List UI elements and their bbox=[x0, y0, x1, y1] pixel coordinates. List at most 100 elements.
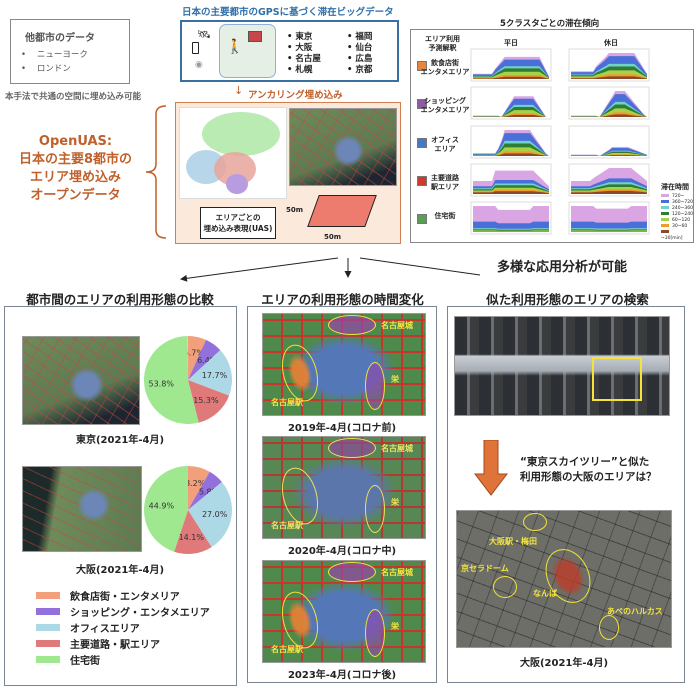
stay-legend-item: ~30[min] bbox=[661, 230, 693, 242]
pie-label: 17.7% bbox=[202, 371, 228, 380]
applications-label: 多様な応用分析が可能 bbox=[497, 260, 628, 275]
place-label: なんば bbox=[533, 589, 557, 598]
pie-label: 6.4% bbox=[197, 356, 218, 365]
tokyo-map bbox=[22, 336, 140, 425]
other-cities-title: 他都市のデータ bbox=[25, 33, 95, 44]
stay-area-6 bbox=[571, 190, 647, 194]
clusters-header: エリア利用 予測解釈 bbox=[425, 35, 460, 52]
pie-label: 15.3% bbox=[193, 396, 219, 405]
clusters-panel: エリア利用 予測解釈 平日 休日 飲食店街 エンタメエリアショッピング エンタメ… bbox=[410, 29, 694, 243]
city-list: • 東京 • 大阪 • 名古屋 • 札幌 • 福岡 • 仙台 • 広島 • 京都 bbox=[287, 30, 397, 75]
place-label: 大阪駅・梅田 bbox=[489, 537, 537, 546]
pedestrian-icon: 🚶 bbox=[226, 39, 244, 55]
embedding-note: 本手法で共通の空間に埋め込み可能 bbox=[5, 92, 142, 102]
timechange-caption: 2023年-4月(コロナ後) bbox=[287, 670, 397, 681]
stay-area-6 bbox=[473, 76, 549, 79]
pie-label: 6.7% bbox=[184, 349, 205, 358]
city: • 札幌 bbox=[287, 65, 313, 75]
city: • 東京 bbox=[287, 32, 313, 42]
tokyo-embedding-map bbox=[289, 108, 397, 186]
stay-area-6 bbox=[571, 76, 647, 79]
place-label: 栄 bbox=[391, 622, 399, 631]
place-label: 名古屋城 bbox=[381, 321, 413, 330]
cluster-color-swatch bbox=[417, 176, 427, 186]
compare-title: 都市間のエリアの利用形態の比較 bbox=[26, 292, 214, 307]
openuas-line: 日本の主要8都市の bbox=[18, 152, 133, 167]
store-icon bbox=[248, 31, 262, 42]
pie-slice bbox=[144, 466, 188, 552]
highlight-nagoya-station bbox=[276, 587, 324, 653]
highlight-kyocera-dome bbox=[493, 576, 517, 598]
bigdata-title: 日本の主要都市のGPSに基づく滞在ビッグデータ bbox=[182, 7, 394, 18]
highlight-nagoya-station bbox=[276, 463, 324, 529]
pie-label: 8.2% bbox=[185, 479, 206, 488]
cluster-green bbox=[202, 112, 280, 156]
place-label: 京セラドーム bbox=[461, 564, 509, 573]
highlight-sakae bbox=[365, 362, 385, 410]
openuas-line: エリア埋め込み bbox=[29, 170, 121, 185]
usage-legend-item: 住宅街 bbox=[36, 651, 210, 667]
other-city-item: • ロンドン bbox=[21, 64, 71, 74]
stay-legend-item: 30~60 bbox=[661, 224, 693, 230]
stay-legend-item: 60~120 bbox=[661, 218, 693, 224]
highlight-umeda bbox=[523, 513, 547, 531]
pie-slice bbox=[188, 471, 222, 510]
highlight-namba bbox=[537, 541, 599, 611]
stay-legend-item: 120~240 bbox=[661, 212, 693, 218]
cell-size-vertical: 50m bbox=[286, 206, 304, 214]
tokyo-caption: 東京(2021年-4月) bbox=[75, 435, 165, 446]
pie-label: 44.9% bbox=[149, 502, 175, 511]
phone-icon bbox=[192, 42, 199, 54]
osaka-search-caption: 大阪(2021年-4月) bbox=[519, 658, 609, 669]
other-cities-box: 他都市のデータ • ニューヨーク • ロンドン bbox=[10, 19, 130, 84]
satellite-icon: 🛰 bbox=[197, 28, 211, 41]
embedding-scatter bbox=[179, 107, 287, 199]
place-label: 名古屋駅 bbox=[271, 521, 303, 530]
pie-slice bbox=[188, 466, 210, 510]
stay-area-6 bbox=[473, 153, 549, 156]
pie-label: 27.0% bbox=[202, 510, 228, 519]
cluster-color-swatch bbox=[417, 99, 427, 109]
search-title: 似た利用形態のエリアの検索 bbox=[486, 292, 649, 307]
stay-area-6 bbox=[571, 155, 647, 156]
stay-area-6 bbox=[473, 191, 549, 194]
cluster-color-swatch bbox=[417, 61, 427, 71]
selection-box bbox=[592, 357, 642, 401]
highlight-nagoya-castle bbox=[328, 315, 376, 335]
stay-area-6 bbox=[571, 114, 647, 117]
pie-label: 14.1% bbox=[179, 533, 205, 542]
nagoya-map: 名古屋城 栄 名古屋駅 bbox=[262, 560, 426, 663]
pie-slice bbox=[144, 336, 199, 424]
tokyo-pie-chart: 6.7%6.4%17.7%15.3%53.8% bbox=[144, 336, 232, 424]
nagoya-map: 名古屋城 栄 名古屋駅 bbox=[262, 313, 426, 416]
city: • 名古屋 bbox=[287, 54, 321, 64]
city: • 京都 bbox=[347, 65, 373, 75]
other-city-item: • ニューヨーク bbox=[21, 50, 88, 60]
stay-legend-item: 240~360 bbox=[661, 206, 693, 212]
place-label: 名古屋城 bbox=[381, 568, 413, 577]
stay-legend-item: 360~720 bbox=[661, 200, 693, 206]
openuas-title: OpenUAS: 日本の主要8都市の エリア埋め込み オープンデータ bbox=[8, 133, 143, 205]
place-label: あべのハルカス bbox=[607, 607, 663, 616]
city: • 広島 bbox=[347, 54, 373, 64]
pie-slice bbox=[188, 380, 230, 423]
city: • 仙台 bbox=[347, 43, 373, 53]
place-label: 名古屋駅 bbox=[271, 645, 303, 654]
cluster-color-swatch bbox=[417, 214, 427, 224]
timechange-title: エリアの利用形態の時間変化 bbox=[261, 292, 424, 307]
stay-info-card: 🚶 bbox=[219, 24, 276, 78]
pie-slice bbox=[188, 339, 221, 380]
cluster-label: オフィス エリア bbox=[431, 136, 459, 153]
branch-arrows bbox=[180, 257, 481, 282]
highlight-abeno-harukas bbox=[599, 615, 619, 640]
pie-slice bbox=[174, 510, 212, 554]
cluster-label: 飲食店街 エンタメエリア bbox=[420, 59, 470, 76]
bigdata-box: 🛰 ◉ 🚶 • 東京 • 大阪 • 名古屋 • 札幌 • 福岡 • 仙台 • 広… bbox=[180, 20, 399, 82]
cell-size-horizontal: 50m bbox=[324, 233, 342, 241]
openuas-name: OpenUAS: bbox=[38, 134, 113, 149]
highlight-nagoya-castle bbox=[328, 562, 376, 582]
city: • 福岡 bbox=[347, 32, 373, 42]
usage-legend-item: 主要道路・駅エリア bbox=[36, 635, 210, 651]
usage-legend-item: 飲食店街・エンタメリア bbox=[36, 587, 210, 603]
holiday-label: 休日 bbox=[604, 39, 618, 47]
